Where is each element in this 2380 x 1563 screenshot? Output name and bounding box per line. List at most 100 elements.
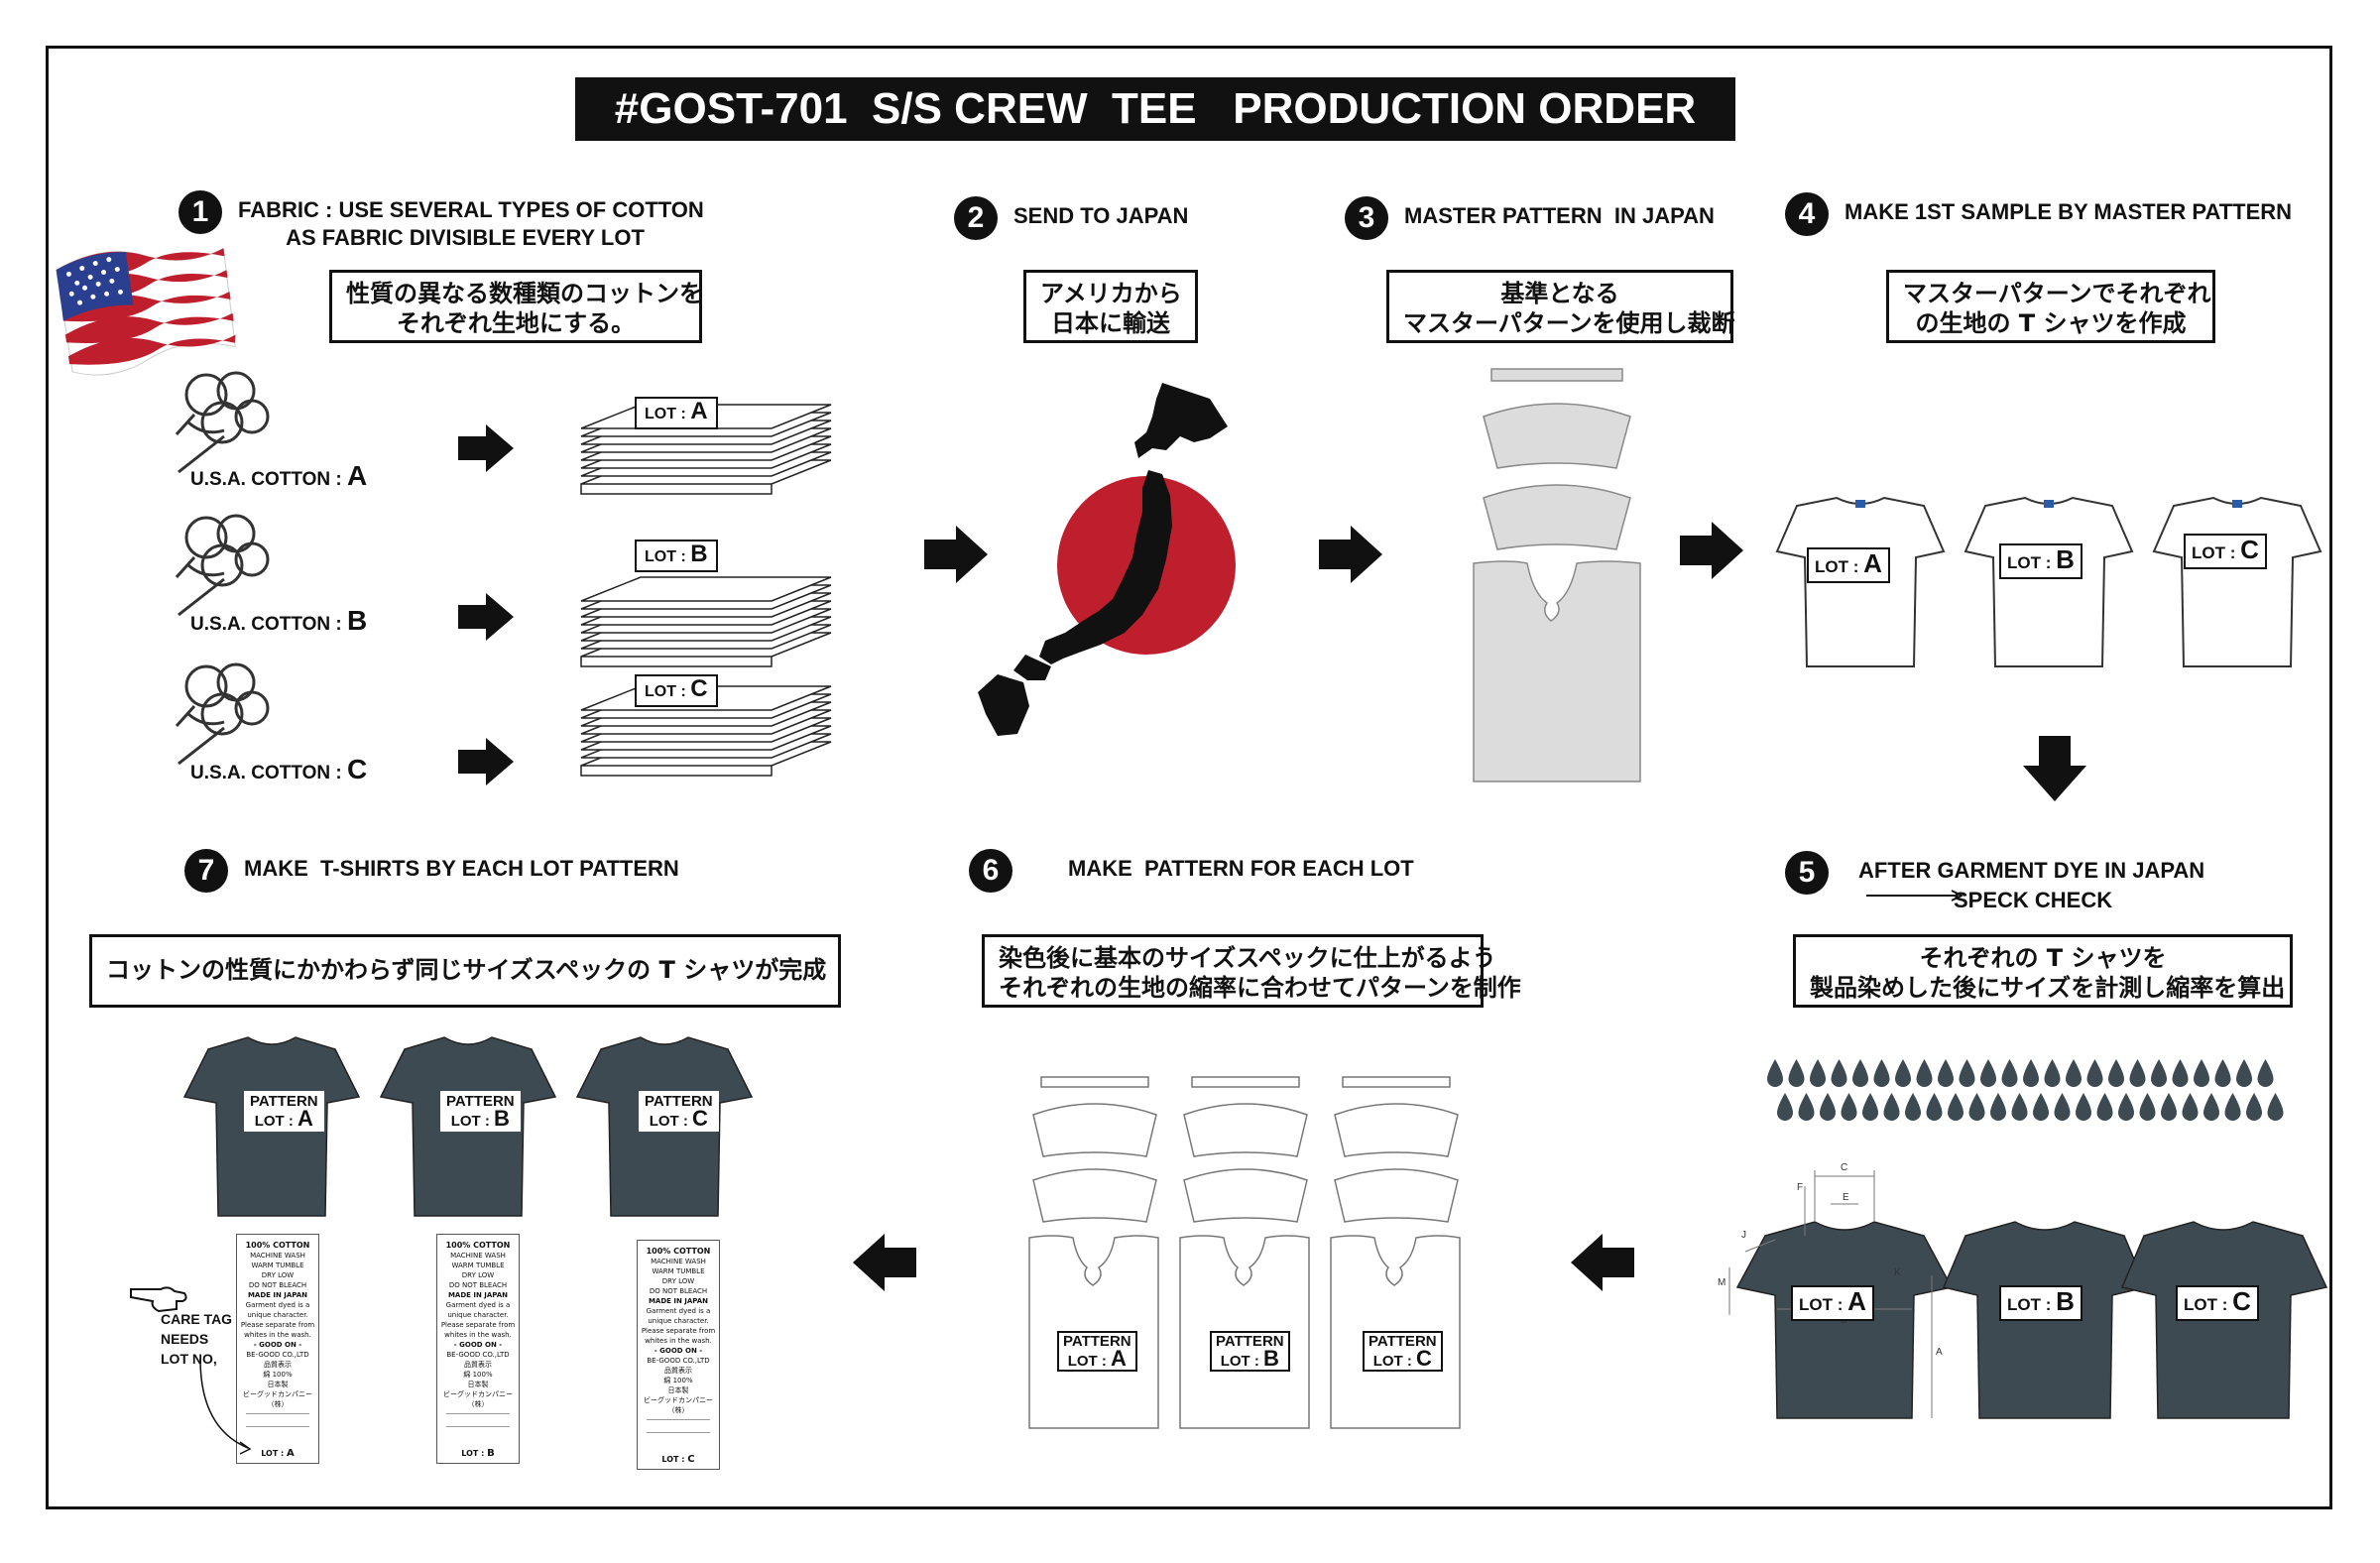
care-tag-line: 綿 100% [263,1371,293,1379]
raindrop-icon [1980,1059,1996,1087]
raindrop-icon [2139,1093,2156,1121]
care-tag-lot: LOT : A [261,1448,295,1459]
dyed-lot-tag-c: LOT : C [2176,1285,2259,1321]
care-tag-line: Please separate from [240,1321,315,1329]
step-title: MASTER PATTERN IN JAPAN [1404,203,1715,228]
raindrop-icon [1777,1093,1793,1121]
raindrop-icon [2257,1059,2274,1087]
raindrop-icon [1916,1059,1933,1087]
pointing-hand-icon [130,1286,187,1313]
arrow-right-icon [458,424,514,472]
pattern-set [1179,1076,1310,1429]
raindrop-icon [2076,1093,2091,1121]
care-tag-line: MACHINE WASH [651,1258,706,1265]
arrow-right-icon [458,593,514,641]
measure-letter: J [1741,1230,1746,1241]
raindrop-icon [1990,1093,2006,1121]
step-title: SEND TO JAPAN [1013,203,1189,228]
measure-letter: M [1718,1277,1726,1288]
raindrop-icon [1831,1059,1847,1087]
care-tag-line: 綿 100% [663,1377,693,1384]
cotton-boll-icon [175,514,270,617]
step-3-description: 基準となる マスターパターンを使用し裁断 [1386,270,1735,343]
care-tag-line: BE-GOOD CO.,LTD [246,1351,309,1359]
laundry-symbols-icon [246,1413,309,1427]
arrow-left-icon [1571,1234,1634,1291]
measure-letter: A [1936,1347,1943,1358]
raindrop-icon [1883,1093,1900,1121]
page-title: #GOST-701 S/S CREW TEE PRODUCTION ORDER [575,77,1735,141]
step-7-heading: 7 MAKE T-SHIRTS BY EACH LOT PATTERN [184,849,679,893]
fabric-lot-tag-c: LOT : C [635,674,718,707]
step-number: 6 [969,849,1012,893]
measure-letter: K [1894,1267,1901,1278]
arrow-right-icon [1866,890,1964,902]
care-tag-line: DO NOT BLEACH [649,1287,708,1295]
raindrop-icon [1810,1059,1826,1087]
step-5-description: それぞれの T シャツを 製品染めした後にサイズを計測し縮率を算出 [1793,934,2293,1008]
raindrop-icon [1873,1059,1890,1087]
step-subtitle: SPECK CHECK [1954,888,2113,912]
raindrop-icon [2224,1093,2241,1121]
raindrop-icon [1798,1093,1815,1121]
raindrop-icon [1767,1059,1783,1087]
step-number: 5 [1785,851,1829,895]
care-tag-line: MADE IN JAPAN [247,1291,308,1299]
step-number: 4 [1785,192,1829,236]
raindrop-icon [1862,1093,1878,1121]
care-tag-line: WARM TUMBLE [451,1262,505,1269]
laundry-symbols-icon [446,1413,510,1427]
raindrop-icon [2194,1059,2209,1087]
raindrop-icon [2182,1093,2199,1121]
arrow-curve-icon [199,1358,252,1455]
raindrop-icon [2203,1093,2219,1121]
measure-letter: F [1797,1182,1803,1193]
care-tag-line: Please separate from [641,1327,716,1335]
care-tag-lot: LOT : B [461,1448,495,1459]
step-4-heading: 4 MAKE 1ST SAMPLE BY MASTER PATTERN [1785,192,2292,236]
raindrop-icon [2054,1093,2071,1121]
raindrop-icon [2129,1059,2146,1087]
raindrop-icon [2001,1059,2018,1087]
step-3-heading: 3 MASTER PATTERN IN JAPAN [1345,196,1715,240]
raindrop-icon [2108,1059,2124,1087]
step-1-description: 性質の異なる数種類のコットンを それぞれ生地にする。 [329,270,703,343]
care-tag-line: 品質表示 [664,1367,692,1375]
care-tag-line: whites in the wash. [645,1337,712,1345]
step-7-description: コットンの性質にかかわらず同じサイズスペックの T シャツが完成 [89,934,841,1008]
step-number: 3 [1345,196,1388,240]
step-number: 1 [178,190,222,234]
care-tag-line: whites in the wash. [244,1331,311,1339]
raindrop-icon [1938,1059,1954,1087]
raindrop-icon [1959,1059,1975,1087]
cotton-label-b: U.S.A. COTTON : B [190,605,368,636]
care-tag-line: BE-GOOD CO.,LTD [647,1357,710,1365]
laundry-symbols-icon [647,1419,710,1433]
sample-lot-tag-c: LOT : C [2184,534,2267,569]
step-6-heading: 6 MAKE PATTERN FOR EACH LOT [969,849,1414,893]
sample-lot-tag-a: LOT : A [1807,547,1890,583]
step-5-heading: 5 AFTER GARMENT DYE IN JAPAN SPECK CHECK [1785,851,2204,914]
care-tag-lot: LOT : C [661,1454,695,1465]
master-pattern-pieces [1473,368,1641,782]
care-tag-line: DO NOT BLEACH [448,1281,508,1289]
care-tag-line: DRY LOW [261,1271,295,1279]
final-tshirts [182,1036,754,1217]
measure-letter: C [1841,1162,1847,1173]
raindrop-icon [2161,1093,2177,1121]
care-tag-line: 品質表示 [264,1361,292,1369]
arrow-down-icon [2023,736,2086,801]
arrow-right-icon [1319,526,1382,583]
fabric-stack-b [580,576,832,667]
raindrop-icon [2011,1093,2028,1121]
raindrop-icon [2096,1093,2113,1121]
care-tag-line: MADE IN JAPAN [447,1291,509,1299]
care-tag-line: BE-GOOD CO.,LTD [446,1351,510,1359]
care-tag-line: Please separate from [440,1321,516,1329]
care-tag-note: CARE TAG NEEDS LOT NO, [161,1311,233,1367]
raindrop-icon [1788,1059,1805,1087]
